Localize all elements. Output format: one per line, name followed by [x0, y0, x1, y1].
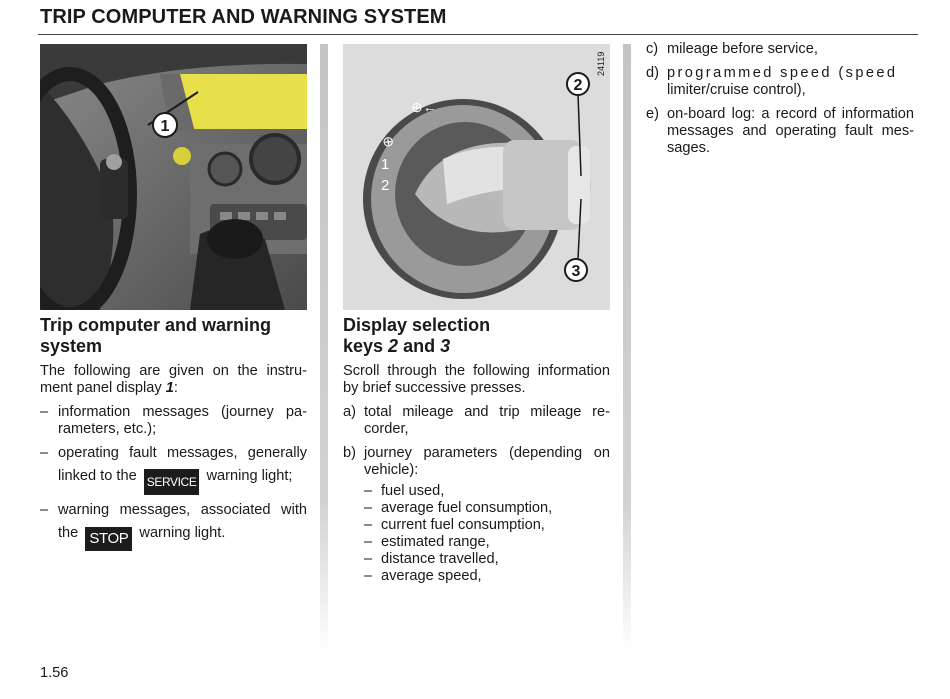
stalk-illustration: ⊕ ⊕← 1 2 2 3 24119 [343, 44, 610, 310]
callout-2-label: 2 [574, 77, 583, 94]
sub-list-item: –average fuel consumption, [364, 500, 553, 516]
list-item: – warning messages, associated with the … [40, 502, 307, 551]
list-marker: d) [646, 65, 659, 81]
key-2-ref: 2 [388, 335, 399, 356]
list-item: b) journey parameters (depending on vehic… [343, 445, 610, 479]
item2-text-a: operating fault messages, generally link… [58, 445, 307, 484]
list-item: e) on-board log: a record of information … [646, 106, 914, 157]
callout-3-label: 3 [572, 263, 581, 280]
intro-paragraph: The following are given on the instru-me… [40, 363, 307, 397]
column-divider-right [623, 44, 631, 654]
item3-text-a: warning messages, associated with the [58, 502, 307, 541]
item-d-text-a: programmed speed (speed [667, 65, 898, 81]
section-trip-computer: Trip computer and warning system The fol… [40, 315, 307, 558]
list-item: – operating fault messages, generally li… [40, 445, 307, 495]
dial-2-label: 2 [381, 177, 389, 194]
instrument-display-highlight [175, 74, 307, 129]
callout-1-badge [152, 112, 178, 138]
list-item: c) mileage before service, [646, 41, 914, 58]
list-marker: a) [343, 404, 356, 420]
section-continued-list: c) mileage before service, d) programmed … [646, 41, 914, 164]
stop-warning-badge: STOP [85, 527, 133, 551]
svg-text:⊕: ⊕ [381, 132, 395, 149]
figure-code: 24119 [596, 52, 606, 76]
dashboard-photo: 1 [40, 44, 307, 310]
service-warning-badge: SERVICE [143, 469, 200, 495]
list-marker: c) [646, 41, 659, 57]
list-item: d) programmed speed (speed limiter/cruis… [646, 65, 914, 99]
title-rule [38, 34, 918, 35]
section-heading: Display selection keys 2 and 3 [343, 315, 610, 356]
page-number: 1.56 [40, 665, 69, 681]
intro-text: The following are given on the instru-me… [40, 363, 307, 396]
sub-list-item: –average speed, [364, 568, 482, 584]
callout-2-badge [566, 72, 590, 96]
intro-end: : [173, 380, 178, 396]
sub-list-item: –estimated range, [364, 534, 490, 550]
list-item-text: mileage before service, [667, 41, 818, 57]
list-item-text: operating fault messages, generally link… [58, 445, 307, 495]
section-heading: Trip computer and warning system [40, 315, 272, 356]
list-item-text: total mileage and trip mileage re-corder… [364, 404, 610, 437]
sub-list-item: –fuel used, [364, 483, 445, 499]
item3-text-b: warning light. [139, 525, 226, 541]
item2-text-b: warning light; [206, 468, 293, 484]
list-marker: e) [646, 106, 659, 122]
column-divider-left [320, 44, 328, 654]
svg-text:⊕←: ⊕← [411, 99, 437, 115]
callout-1-label: 1 [161, 118, 170, 135]
heading-and: and [398, 335, 441, 356]
list-item-text: warning messages, associated with the ST… [58, 502, 307, 551]
page-title: TRIP COMPUTER AND WARNING SYSTEM [40, 6, 447, 28]
sub-list-item: –distance travelled, [364, 551, 499, 567]
list-marker: b) [343, 445, 356, 461]
item-d-text-b: limiter/cruise control), [667, 82, 806, 98]
list-item: –information messages (journey pa-ramete… [40, 404, 307, 437]
list-item-text: programmed speed (speed limiter/cruise c… [667, 65, 914, 99]
list-item: a) total mileage and trip mileage re-cord… [343, 404, 610, 438]
heading-keys: keys [343, 335, 389, 356]
heading-line-1: Display selection [343, 315, 491, 335]
list-item-text: journey parameters (depending on vehicle… [364, 445, 610, 478]
callout-3-badge [564, 258, 588, 282]
key-3-ref: 3 [440, 335, 451, 356]
section-display-selection: Display selection keys 2 and 3 Scroll th… [343, 315, 610, 585]
sub-list-item: –current fuel consumption, [364, 517, 545, 533]
list-item-text: information messages (journey pa-rameter… [58, 404, 307, 437]
display-ref: 1 [165, 380, 174, 396]
list-item-text: on-board log: a record of information me… [667, 106, 914, 156]
intro-paragraph: Scroll through the following information… [343, 363, 610, 396]
journey-parameters-list: –fuel used, –average fuel consumption, –… [364, 483, 610, 585]
dial-1-label: 1 [381, 156, 389, 173]
